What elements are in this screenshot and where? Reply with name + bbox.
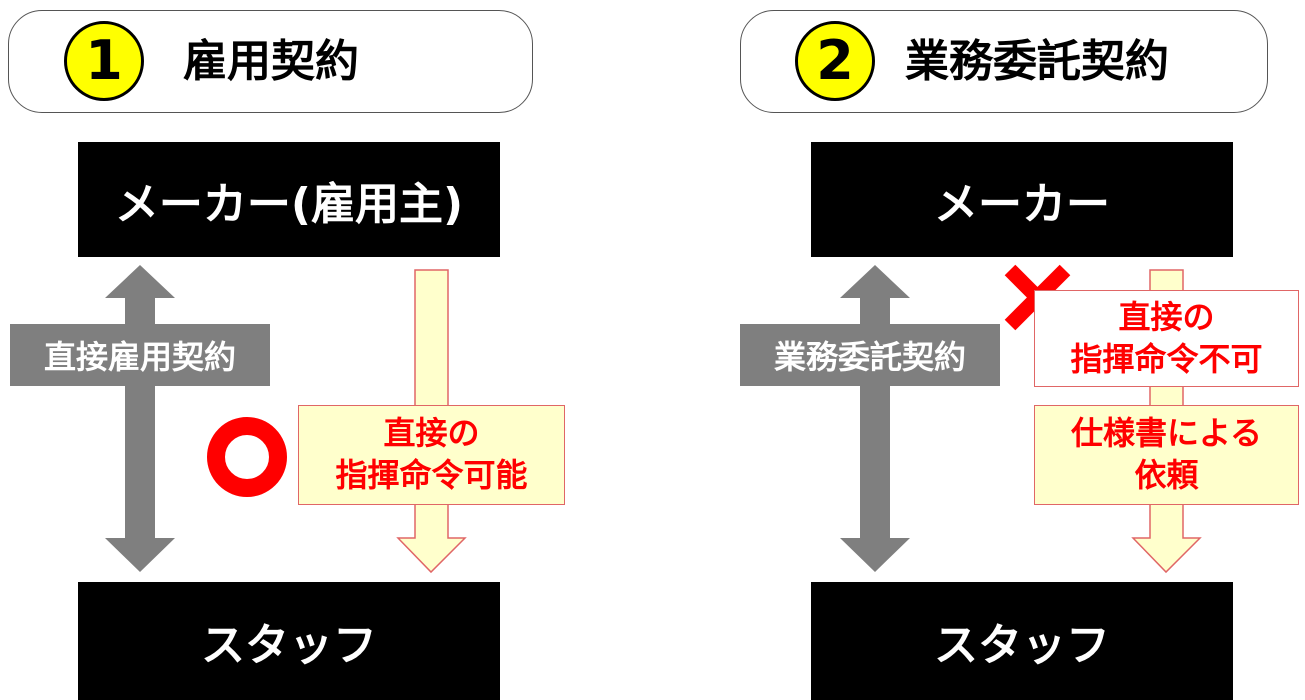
- right-instruction-line-1: 直接の: [1118, 297, 1215, 336]
- left-employer-box: メーカー(雇用主): [78, 142, 500, 257]
- left-number: 1: [85, 29, 123, 92]
- left-double-arrow: [105, 265, 175, 572]
- left-staff-label: スタッフ: [201, 620, 377, 671]
- right-instruction-note: 直接の 指揮命令不可: [1034, 290, 1299, 387]
- left-instruction-line-2: 指揮命令可能: [335, 456, 528, 494]
- right-maker-label: メーカー: [934, 178, 1110, 230]
- right-double-arrow: [840, 265, 910, 572]
- left-instruction-note: 直接の 指揮命令可能: [298, 405, 565, 505]
- right-maker-box: メーカー: [811, 142, 1233, 257]
- right-staff-label: スタッフ: [934, 620, 1110, 671]
- left-ok-mark: [207, 417, 287, 497]
- right-staff-box: スタッフ: [811, 582, 1233, 700]
- right-number: 2: [816, 29, 854, 92]
- right-relation-label: 業務委託契約: [740, 324, 1000, 386]
- right-request-note: 仕様書による 依頼: [1034, 405, 1299, 505]
- right-number-badge: 2: [795, 21, 875, 101]
- left-title: 雇用契約: [183, 36, 359, 87]
- right-title: 業務委託契約: [905, 36, 1169, 87]
- right-request-line-1: 仕様書による: [1070, 414, 1263, 453]
- left-staff-box: スタッフ: [78, 582, 500, 700]
- right-instruction-line-2: 指揮命令不可: [1070, 339, 1263, 378]
- right-request-line-2: 依頼: [1134, 456, 1199, 494]
- left-employer-label: メーカー(雇用主): [114, 178, 464, 230]
- left-relation-label: 直接雇用契約: [10, 324, 270, 386]
- left-number-badge: 1: [64, 21, 144, 101]
- left-instruction-line-1: 直接の: [383, 414, 480, 453]
